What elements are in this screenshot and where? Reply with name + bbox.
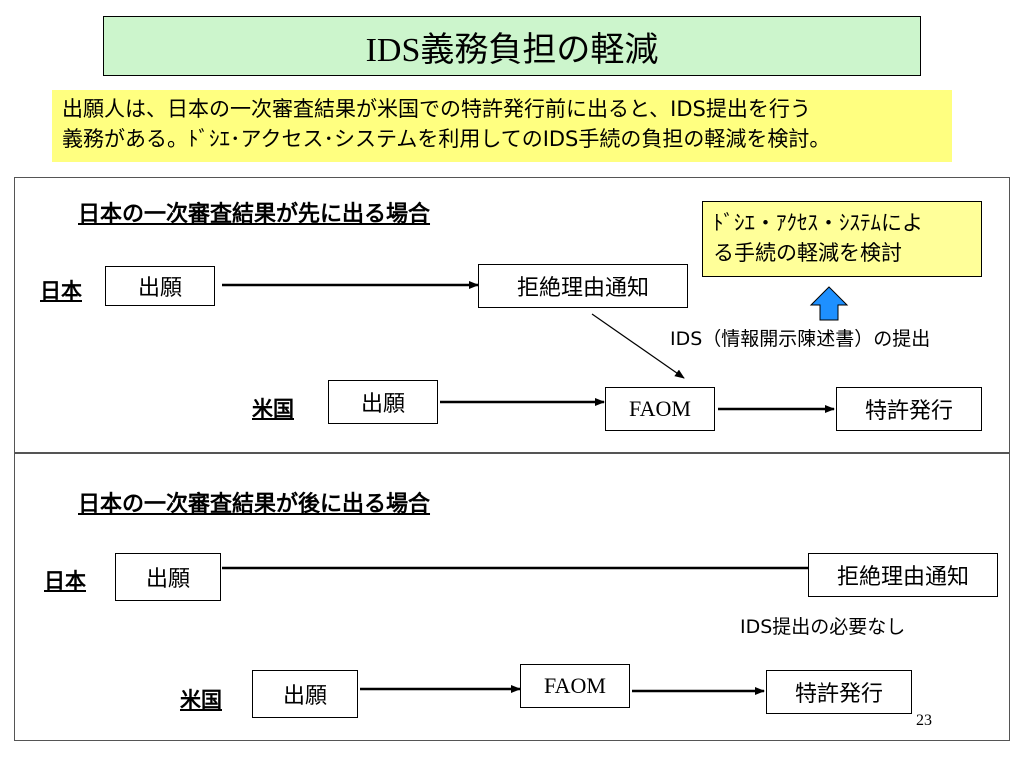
case2-grant-text: 特許発行	[794, 682, 883, 707]
case2-panel	[14, 453, 1010, 741]
case2-faom-box: FAOM	[520, 664, 630, 708]
case1-ids-note: IDS（情報開示陳述書）の提出	[670, 328, 931, 350]
case2-us-filing-text: 出願	[282, 684, 327, 709]
case2-jp-rejection-text: 拒絶理由通知	[836, 565, 969, 590]
case1-jp-filing-box: 出願	[105, 266, 215, 306]
case1-us-filing-box: 出願	[328, 380, 438, 424]
description-box: 出願人は、日本の一次審査結果が米国での特許発行前に出ると、IDS提出を行う 義務…	[52, 90, 952, 162]
case2-heading: 日本の一次審査結果が後に出る場合	[78, 492, 431, 517]
case1-faom-text: FAOM	[629, 396, 691, 421]
case1-faom-box: FAOM	[605, 387, 715, 431]
case1-ids-arrow	[591, 313, 685, 379]
case1-us-filing-text: 出願	[360, 392, 405, 417]
case1-jp-label: 日本	[40, 279, 82, 303]
case1-callout-line-1: ﾄﾞｼｴ・ｱｸｾｽ・ｼｽﾃﾑによ	[713, 211, 923, 235]
slide-title-text: IDS義務負担の軽減	[365, 31, 659, 69]
case1-grant-box: 特許発行	[836, 387, 982, 431]
slide-title: IDS義務負担の軽減	[103, 16, 921, 76]
case2-jp-rejection-box: 拒絶理由通知	[808, 553, 998, 597]
page-number: 23	[916, 712, 932, 729]
case1-jp-rejection-text: 拒絶理由通知	[516, 276, 649, 301]
case1-callout-line-2: る手続の軽減を検討	[713, 241, 902, 265]
case1-grant-text: 特許発行	[864, 399, 953, 424]
case1-us-label: 米国	[252, 397, 294, 421]
case1-jp-rejection-box: 拒絶理由通知	[478, 264, 688, 308]
case1-jp-filing-text: 出願	[137, 276, 182, 301]
case1-callout-box: ﾄﾞｼｴ・ｱｸｾｽ・ｼｽﾃﾑによ る手続の軽減を検討	[702, 201, 982, 277]
case2-us-filing-box: 出願	[252, 670, 358, 718]
up-arrow-icon	[809, 286, 849, 321]
case1-panel	[14, 177, 1010, 453]
case2-jp-filing-box: 出願	[115, 553, 221, 601]
description-line-1: 出願人は、日本の一次審査結果が米国での特許発行前に出ると、IDS提出を行う	[62, 97, 811, 121]
case2-jp-filing-text: 出願	[145, 567, 190, 592]
description-line-2: 義務がある。ﾄﾞｼｴ･アクセス･システムを利用してのIDS手続の負担の軽減を検討…	[62, 127, 831, 151]
case2-ids-note: IDS提出の必要なし	[740, 616, 906, 638]
case2-faom-text: FAOM	[544, 673, 606, 698]
case2-grant-box: 特許発行	[766, 670, 912, 714]
case2-jp-label: 日本	[44, 569, 86, 593]
case2-us-label: 米国	[180, 688, 222, 712]
case1-heading: 日本の一次審査結果が先に出る場合	[78, 202, 431, 227]
